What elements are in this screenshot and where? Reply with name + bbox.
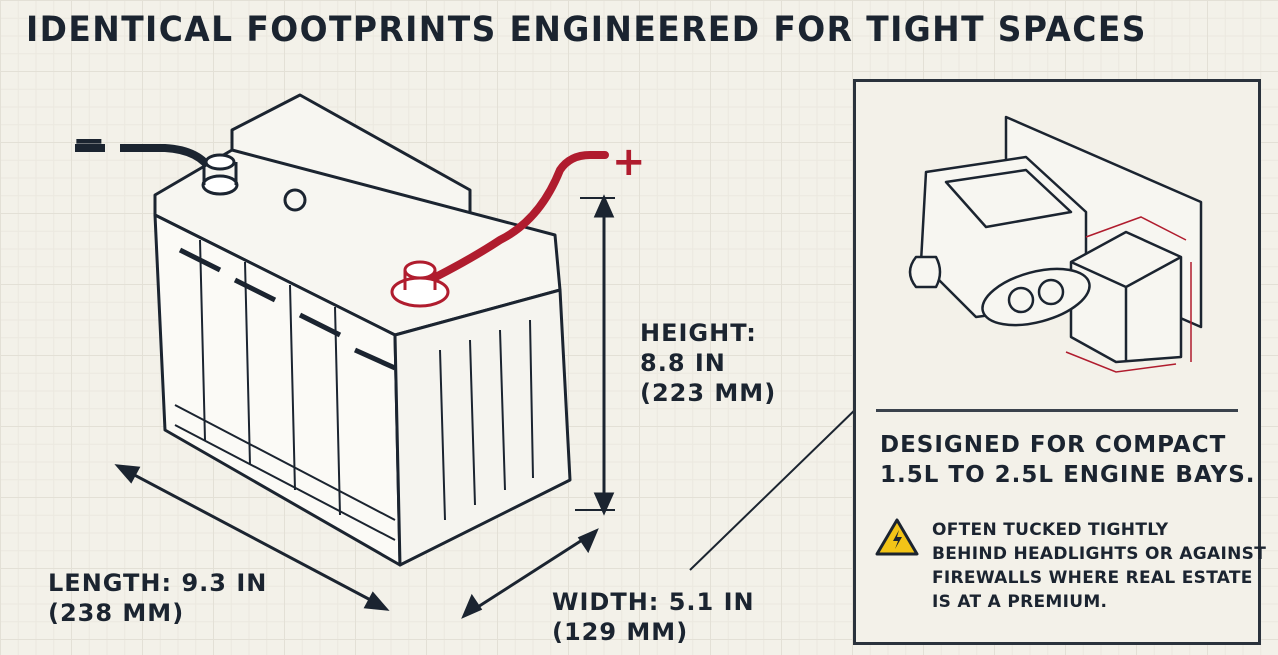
positive-terminal xyxy=(390,260,450,308)
warning-text: OFTEN TUCKED TIGHTLY BEHIND HEADLIGHTS O… xyxy=(932,518,1266,614)
panel-divider xyxy=(876,409,1238,412)
panel-headline: DESIGNED FOR COMPACT 1.5L TO 2.5L ENGINE… xyxy=(880,430,1256,490)
width-arrow xyxy=(469,533,591,614)
battery-side-face xyxy=(393,288,572,567)
width-metric: (129 MM) xyxy=(552,618,689,646)
width-label: WIDTH: 5.1 IN xyxy=(552,588,755,616)
positive-cable xyxy=(416,151,609,289)
engine-bay-panel: DESIGNED FOR COMPACT 1.5L TO 2.5L ENGINE… xyxy=(853,79,1266,645)
length-label: LENGTH: 9.3 IN xyxy=(48,569,268,597)
height-label: HEIGHT: xyxy=(640,319,757,347)
warning-line: FIREWALLS WHERE REAL ESTATE xyxy=(932,568,1253,588)
length-dimension: LENGTH: 9.3 IN (238 MM) xyxy=(48,568,267,628)
high-voltage-warning-icon xyxy=(875,518,919,556)
positive-symbol: + xyxy=(612,139,646,185)
height-dimension: HEIGHT: 8.8 IN (223 MM) xyxy=(640,318,776,408)
page-title: IDENTICAL FOOTPRINTS ENGINEERED FOR TIGH… xyxy=(26,10,1147,50)
warning-line: OFTEN TUCKED TIGHTLY xyxy=(932,520,1169,540)
negative-symbol: − xyxy=(72,118,107,164)
height-metric: (223 MM) xyxy=(640,379,777,407)
height-value: 8.8 IN xyxy=(640,349,726,377)
engine-bay-illustration xyxy=(908,115,1203,373)
warning-line: IS AT A PREMIUM. xyxy=(932,592,1108,612)
callout-line xyxy=(689,404,861,571)
headline-line: 1.5L TO 2.5L ENGINE BAYS. xyxy=(880,462,1256,488)
width-dimension: WIDTH: 5.1 IN (129 MM) xyxy=(552,587,755,647)
headline-line: DESIGNED FOR COMPACT xyxy=(880,432,1227,458)
warning-line: BEHIND HEADLIGHTS OR AGAINST xyxy=(932,544,1267,564)
length-arrow xyxy=(124,468,381,607)
headlight xyxy=(981,267,1091,327)
length-metric: (238 MM) xyxy=(48,599,185,627)
